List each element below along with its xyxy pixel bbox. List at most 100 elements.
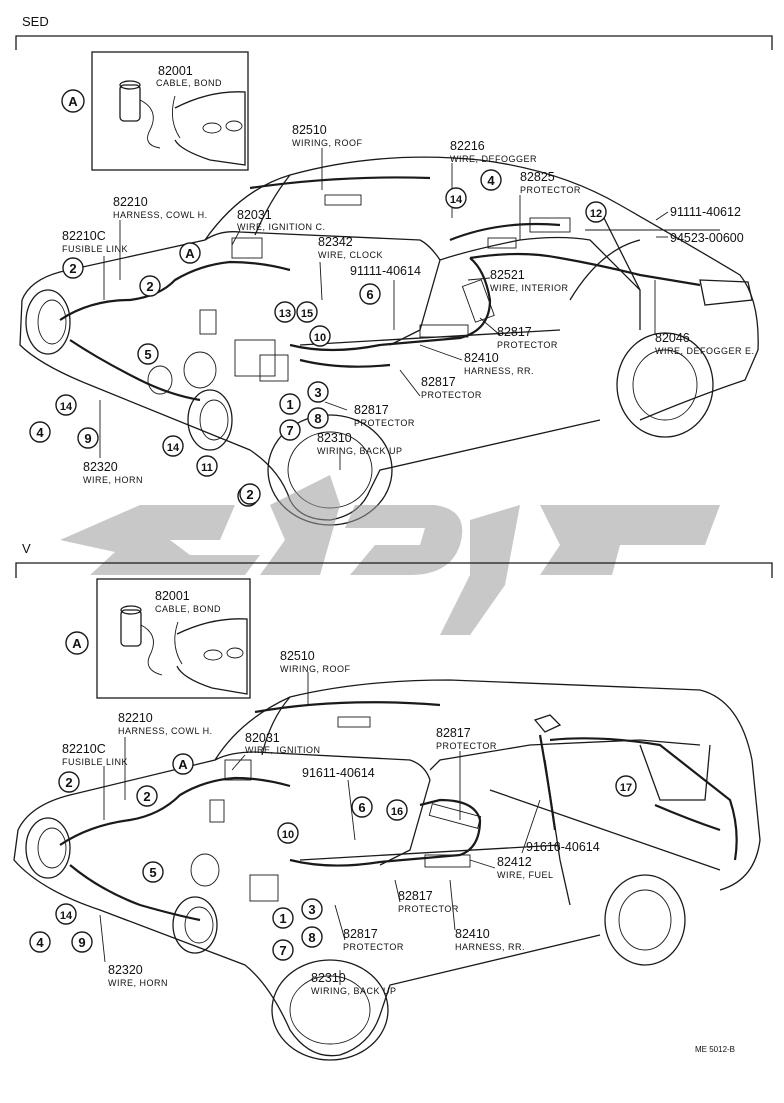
left-headlight bbox=[25, 289, 71, 355]
callout-number: 7 bbox=[286, 423, 293, 438]
callout-circle bbox=[172, 753, 194, 775]
callout-circle bbox=[480, 169, 502, 191]
callout-number: 16 bbox=[391, 806, 403, 818]
callout-number: 10 bbox=[314, 332, 326, 344]
callout-circle bbox=[296, 301, 318, 323]
callout-number: 10 bbox=[282, 829, 294, 841]
part-no: 82510 bbox=[292, 123, 327, 137]
part-no: 91111-40614 bbox=[350, 264, 421, 278]
part-desc: FUSIBLE LINK bbox=[62, 757, 128, 767]
section-label: SED bbox=[22, 14, 49, 29]
callout-circle bbox=[279, 393, 301, 415]
part-no: 91611-40614 bbox=[302, 766, 375, 780]
callout-circle bbox=[272, 907, 294, 929]
inset-part-no: 82001 bbox=[155, 589, 190, 603]
part-desc: PROTECTOR bbox=[520, 185, 581, 195]
callout-circle bbox=[142, 861, 164, 883]
part-desc: PROTECTOR bbox=[497, 340, 558, 350]
section-bracket bbox=[15, 35, 773, 50]
inset-frame bbox=[91, 51, 249, 171]
callout-number: 2 bbox=[143, 789, 150, 804]
part-desc: PROTECTOR bbox=[421, 390, 482, 400]
callout-number: 1 bbox=[279, 911, 286, 926]
section-sed: SED A 82001 CABLE, BOND bbox=[15, 14, 773, 526]
callout-number: 2 bbox=[69, 261, 76, 276]
callout-number: 9 bbox=[78, 935, 85, 950]
callout-circle bbox=[179, 242, 201, 264]
callout-number: 14 bbox=[450, 194, 463, 206]
callout-number: 8 bbox=[314, 411, 321, 426]
part-no: 82031 bbox=[237, 208, 272, 222]
part-desc: HARNESS, RR. bbox=[455, 942, 525, 952]
inset-marker-label: A bbox=[68, 94, 78, 109]
section-bracket bbox=[15, 562, 773, 578]
callout-circle bbox=[279, 419, 301, 441]
part-no: 82510 bbox=[280, 649, 315, 663]
part-desc: HARNESS, COWL H. bbox=[113, 210, 208, 220]
part-no: 82210C bbox=[62, 742, 106, 756]
part-no: 82817 bbox=[436, 726, 471, 740]
inset-marker-label: A bbox=[72, 636, 82, 651]
callout-number: 17 bbox=[620, 782, 632, 794]
part-desc: PROTECTOR bbox=[436, 741, 497, 751]
inset-a: A 82001 CABLE, BOND bbox=[65, 578, 251, 699]
callout-circle bbox=[351, 796, 373, 818]
callout-number: 12 bbox=[590, 208, 602, 220]
part-desc: WIRING, BACK UP bbox=[311, 986, 397, 996]
part-no: 82342 bbox=[318, 235, 353, 249]
part-desc: WIRE, CLOCK bbox=[318, 250, 383, 260]
part-desc: WIRE, HORN bbox=[108, 978, 168, 988]
right-headlight bbox=[187, 389, 233, 451]
part-no: 82046 bbox=[655, 331, 690, 345]
part-desc: PROTECTOR bbox=[398, 904, 459, 914]
callout-circle bbox=[29, 931, 51, 953]
callout-number: 4 bbox=[36, 425, 44, 440]
callout-number: 1 bbox=[286, 397, 293, 412]
callout-number: 14 bbox=[167, 442, 180, 454]
callout-circle bbox=[55, 394, 77, 416]
callout-number: 5 bbox=[144, 347, 151, 362]
callout-number: 15 bbox=[301, 308, 313, 320]
callout-number: 4 bbox=[487, 173, 495, 188]
inset-marker bbox=[65, 631, 89, 655]
part-no: 91111-40612 bbox=[670, 205, 741, 219]
callout-circle bbox=[309, 325, 331, 347]
callout-circle bbox=[301, 926, 323, 948]
part-desc: WIRE, HORN bbox=[83, 475, 143, 485]
callout-circle bbox=[301, 898, 323, 920]
part-no: 94523-00600 bbox=[670, 231, 744, 245]
part-no: 82825 bbox=[520, 170, 555, 184]
callout-circle bbox=[239, 483, 261, 505]
ignition-coil-shape bbox=[119, 84, 141, 122]
watermark-logo bbox=[60, 475, 720, 635]
left-headlight bbox=[25, 817, 71, 879]
part-no: 82320 bbox=[108, 963, 143, 977]
callout-number: 3 bbox=[308, 902, 315, 917]
part-no: 82320 bbox=[83, 460, 118, 474]
callout-circle bbox=[162, 435, 184, 457]
callout-number: 2 bbox=[146, 279, 153, 294]
part-desc: WIRE, INTERIOR bbox=[490, 283, 569, 293]
part-desc: WIRE, FUEL bbox=[497, 870, 554, 880]
callout-circle bbox=[137, 343, 159, 365]
callout-circle bbox=[29, 421, 51, 443]
callout-circle bbox=[55, 903, 77, 925]
part-desc: HARNESS, COWL H. bbox=[118, 726, 213, 736]
inset-marker bbox=[61, 89, 85, 113]
callout-number: 5 bbox=[149, 865, 156, 880]
inset-part-desc: CABLE, BOND bbox=[156, 78, 222, 88]
part-desc: FUSIBLE LINK bbox=[62, 244, 128, 254]
part-labels-v: 82510 WIRING, ROOF 82210 HARNESS, COWL H… bbox=[62, 649, 600, 996]
part-no: 82817 bbox=[354, 403, 389, 417]
callout-number: 13 bbox=[279, 308, 291, 320]
callout-circle bbox=[71, 931, 93, 953]
leader-lines-v bbox=[99, 672, 541, 985]
part-no: 91616-40614 bbox=[526, 840, 600, 854]
part-desc: HARNESS, RR. bbox=[464, 366, 534, 376]
part-desc: WIRE, DEFOGGER E. bbox=[655, 346, 755, 356]
part-no: 82817 bbox=[497, 325, 532, 339]
callout-circle bbox=[615, 775, 637, 797]
part-no: 82210 bbox=[113, 195, 148, 209]
callout-number: 2 bbox=[65, 775, 72, 790]
